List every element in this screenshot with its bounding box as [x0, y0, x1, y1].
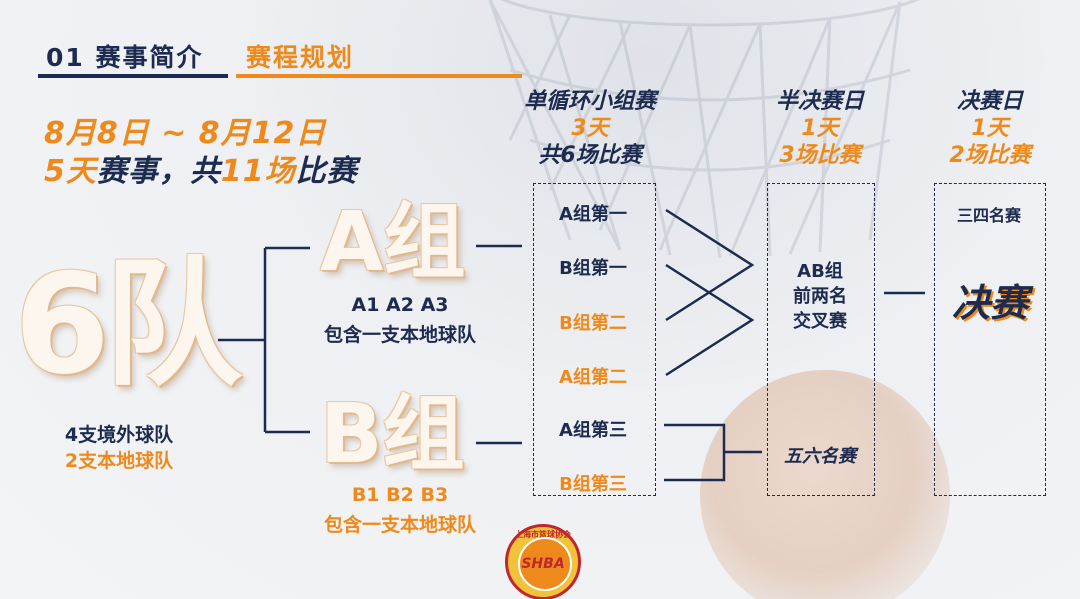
teams-local: 2支本地球队: [34, 446, 204, 473]
stage-final-games: 2场比赛: [920, 142, 1060, 169]
shba-logo: 上海市篮球协会 SHBA: [505, 524, 581, 599]
group-a-title: A组: [320, 198, 465, 288]
teams-total: 6队: [14, 255, 236, 395]
seed-a2: A组第二: [538, 363, 648, 389]
stage-semi-games: 3场比赛: [750, 142, 890, 169]
seed-b2: B组第二: [538, 309, 648, 335]
seed-a3: A组第三: [538, 416, 648, 442]
final-main: 决赛: [940, 272, 1040, 327]
group-b-note: 包含一支本地球队: [300, 510, 500, 537]
semi-cross-line2: 前两名: [765, 282, 875, 308]
line-cross: [666, 210, 752, 375]
final-box: [934, 183, 1046, 496]
logo-abbr: SHBA: [508, 556, 578, 572]
stage-final-name: 决赛日: [920, 88, 1060, 115]
group-b-title: B组: [320, 390, 465, 480]
semi-cross-line3: 交叉赛: [765, 307, 875, 333]
group-b-members: B1 B2 B3: [300, 484, 500, 506]
stage-final-days: 1天: [920, 115, 1060, 142]
group-a-note: 包含一支本地球队: [300, 320, 500, 347]
teams-foreign: 4支境外球队: [34, 420, 204, 447]
semi-cross-line1: AB组: [765, 257, 875, 283]
seed-b1: B组第一: [538, 254, 648, 280]
semi-fifth: 五六名赛: [765, 442, 875, 468]
stage-group-days: 3天: [510, 115, 670, 142]
stage-semi-header: 半决赛日 1天 3场比赛: [750, 88, 890, 169]
group-a-members: A1 A2 A3: [300, 294, 500, 316]
final-third: 三四名赛: [934, 202, 1044, 226]
stage-group-name: 单循环小组赛: [510, 88, 670, 115]
line-fifth-bracket: [664, 425, 762, 480]
stage-group-header: 单循环小组赛 3天 共6场比赛: [510, 88, 670, 169]
group-stage-box: [533, 183, 656, 496]
stage-group-games: 共6场比赛: [510, 142, 670, 169]
stage-semi-name: 半决赛日: [750, 88, 890, 115]
stage-final-header: 决赛日 1天 2场比赛: [920, 88, 1060, 169]
seed-b3: B组第三: [538, 470, 648, 496]
seed-a1: A组第一: [538, 200, 648, 226]
stage-semi-days: 1天: [750, 115, 890, 142]
